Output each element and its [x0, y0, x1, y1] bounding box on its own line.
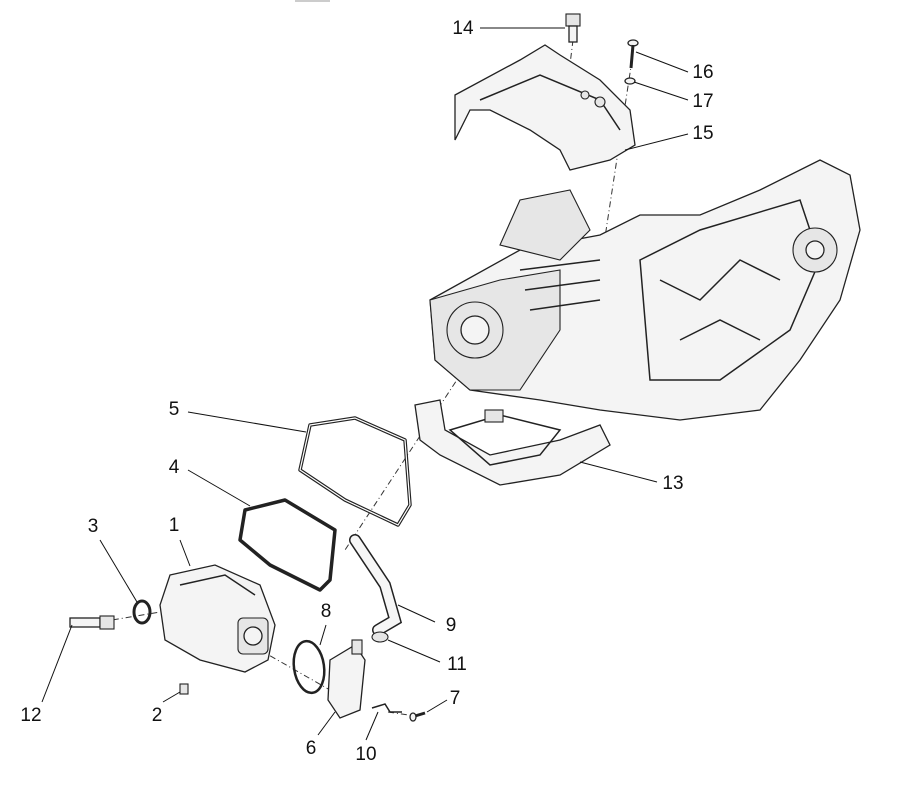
- part-1-cylinder-head-cover: [159, 564, 276, 673]
- label-4: 4: [169, 457, 180, 478]
- label-3: 3: [88, 516, 99, 537]
- engine-crankcase: [429, 159, 861, 421]
- label-13: 13: [662, 473, 683, 494]
- part-3-o-ring: [132, 599, 152, 625]
- label-17: 17: [692, 91, 713, 112]
- label-8: 8: [321, 601, 332, 622]
- label-2: 2: [152, 705, 163, 726]
- part-2-bolt: [179, 683, 189, 695]
- label-11: 11: [447, 654, 467, 675]
- part-11-clamp: [371, 631, 389, 643]
- part-8-seal: [292, 639, 326, 695]
- leader-lines: [41, 27, 689, 741]
- part-6-breather-housing: [327, 639, 366, 719]
- label-12: 12: [20, 705, 41, 726]
- label-9: 9: [446, 615, 457, 636]
- part-14-sensor: [565, 13, 581, 43]
- label-1: 1: [169, 515, 180, 536]
- label-5: 5: [169, 399, 180, 420]
- part-12-spark-plug: [69, 615, 115, 630]
- part-15-head-cover: [454, 44, 636, 171]
- label-15: 15: [692, 123, 713, 144]
- part-4-gasket: [238, 498, 337, 592]
- label-10: 10: [355, 744, 376, 765]
- part-16-screw: [627, 39, 639, 69]
- part-17-washer: [624, 77, 636, 85]
- label-16: 16: [692, 62, 713, 83]
- part-13-lower-cover: [414, 399, 611, 486]
- part-10-bracket: [371, 703, 402, 713]
- label-14: 14: [452, 18, 474, 39]
- label-6: 6: [306, 738, 317, 759]
- label-7: 7: [450, 688, 461, 709]
- part-5-gasket: [298, 416, 412, 527]
- part-7-screw: [409, 711, 426, 722]
